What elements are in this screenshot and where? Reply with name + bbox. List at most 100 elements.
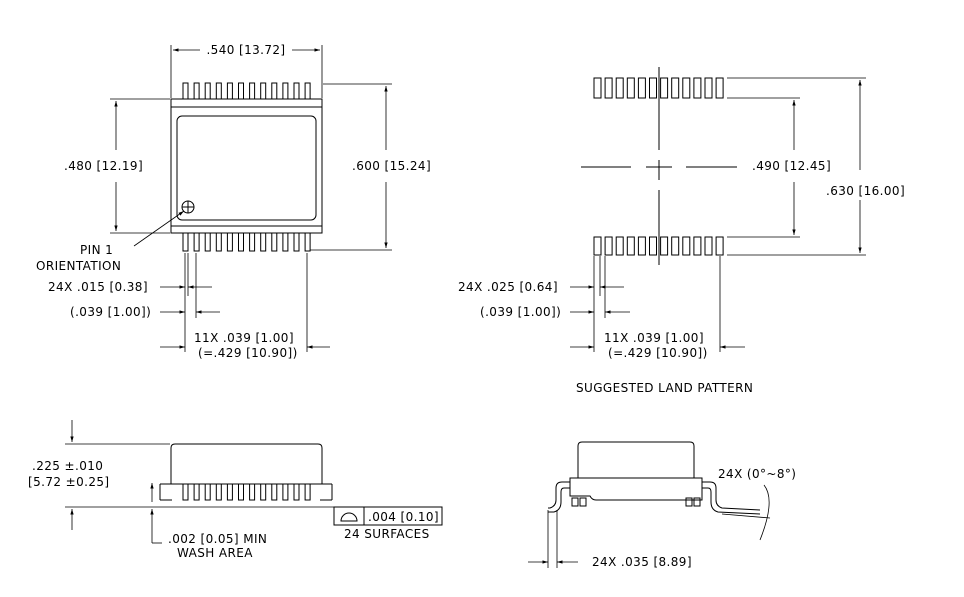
- package-lead: [204, 232, 211, 252]
- side-body-outline: [170, 443, 323, 484]
- side-view: .225 ±.010 [5.72 ±0.25] .002 [0.05] MIN …: [28, 420, 443, 560]
- land-pad: [637, 236, 646, 256]
- package-lead: [304, 82, 311, 100]
- package-lead: [293, 483, 300, 501]
- surfaces-label: 24 SURFACES: [344, 527, 430, 541]
- package-lead: [238, 232, 244, 252]
- package-lead: [215, 483, 222, 501]
- package-lead: [260, 82, 267, 100]
- land-pad: [615, 77, 624, 99]
- pad-offset-label: (.039 [1.00]): [480, 305, 561, 319]
- top-view-top-pins: [182, 82, 311, 100]
- lead-offset-label: (.039 [1.00]): [70, 305, 151, 319]
- package-body-outline: [170, 98, 323, 234]
- pad-width-label: 24X .025 [0.64]: [458, 280, 558, 294]
- end-view: 24X (0°~8°) 24X .035 [8.89]: [528, 441, 796, 569]
- land-pitch-total-label: (=.429 [10.90]): [608, 346, 708, 360]
- package-lead: [249, 483, 256, 501]
- package-lead: [304, 483, 311, 501]
- land-pad: [715, 236, 724, 256]
- land-pad: [704, 236, 713, 256]
- package-lead: [182, 82, 189, 100]
- land-pad: [671, 77, 680, 99]
- package-lead: [193, 483, 200, 501]
- end-left-pad-a: [571, 497, 579, 507]
- package-height-line2: [5.72 ±0.25]: [28, 475, 109, 489]
- land-pad: [671, 236, 680, 256]
- package-lead: [260, 232, 267, 252]
- package-lead: [204, 82, 211, 100]
- end-body-lower: [569, 477, 703, 501]
- land-pad: [660, 77, 669, 99]
- side-view-pins: [182, 483, 311, 501]
- end-right-lead-outer: [702, 481, 761, 511]
- land-pad: [693, 236, 702, 256]
- end-body-outline: [577, 441, 695, 478]
- package-lead: [260, 483, 267, 501]
- package-lead: [271, 232, 278, 252]
- pitch-label: 11X .039 [1.00]: [194, 331, 294, 345]
- land-pad: [626, 236, 635, 256]
- land-pad: [604, 77, 613, 99]
- package-lead: [215, 232, 222, 252]
- end-right-pad-a: [685, 497, 693, 507]
- package-lead: [226, 232, 233, 252]
- package-lead: [249, 232, 256, 252]
- land-pad: [682, 236, 691, 256]
- land-pad: [682, 77, 691, 99]
- overall-dimension-label: .600 [15.24]: [352, 159, 431, 173]
- angle-reference-line: [721, 513, 771, 519]
- end-left-pad-b: [579, 497, 587, 507]
- package-lead: [271, 483, 278, 501]
- height-dimension-label: .480 [12.19]: [64, 159, 143, 173]
- land-pattern-bottom-pads: [593, 236, 724, 256]
- outer-dimension-label: .630 [16.00]: [826, 184, 905, 198]
- pin1-label-line1: PIN 1: [80, 243, 113, 257]
- package-lead: [282, 82, 289, 100]
- standoff-label-line1: .002 [0.05] MIN: [168, 532, 267, 546]
- foot-length-label: 24X .035 [8.89]: [592, 555, 692, 569]
- land-pad: [593, 236, 602, 256]
- package-lead: [238, 483, 244, 501]
- package-lead: [226, 483, 233, 501]
- top-view-bottom-pins: [182, 232, 311, 252]
- land-pad: [704, 77, 713, 99]
- package-lead: [282, 483, 289, 501]
- package-lead: [282, 232, 289, 252]
- package-lead: [293, 232, 300, 252]
- standoff-label-line2: WASH AREA: [177, 546, 253, 560]
- land-pad: [615, 236, 624, 256]
- end-right-pad-b: [693, 497, 701, 507]
- top-view: .540 [13.72] .480 [12.19] .600 [15.24] P…: [36, 43, 431, 360]
- land-pad: [715, 77, 724, 99]
- package-top-surface: [176, 115, 317, 221]
- land-pad: [626, 77, 635, 99]
- package-lead: [226, 82, 233, 100]
- package-lead: [271, 82, 278, 100]
- coplanarity-value: .004 [0.10]: [368, 510, 439, 524]
- package-lead: [238, 82, 244, 100]
- package-lead: [304, 232, 311, 252]
- end-right-lead-inner: [702, 487, 761, 515]
- land-pad: [637, 77, 646, 99]
- surface-profile-icon: [340, 512, 358, 522]
- package-lead: [182, 232, 189, 252]
- land-pad: [649, 236, 657, 256]
- package-lead: [215, 82, 222, 100]
- coplanarity-frame: .004 [0.10]: [333, 506, 443, 526]
- land-pattern-top-pads: [593, 77, 724, 99]
- package-lead: [293, 82, 300, 100]
- pin1-leader: [133, 210, 185, 247]
- pitch-total-label: (=.429 [10.90]): [198, 346, 298, 360]
- package-lead: [182, 483, 189, 501]
- land-pattern-view: .490 [12.45] .630 [16.00] 24X .025 [0.64…: [458, 67, 905, 395]
- end-left-lead-outer: [548, 481, 570, 509]
- end-left-lead-inner: [548, 487, 570, 513]
- land-pitch-label: 11X .039 [1.00]: [604, 331, 704, 345]
- land-pad: [693, 77, 702, 99]
- package-height-line1: .225 ±.010: [32, 459, 103, 473]
- angle-label: 24X (0°~8°): [718, 467, 796, 481]
- pin1-label-line2: ORIENTATION: [36, 259, 121, 273]
